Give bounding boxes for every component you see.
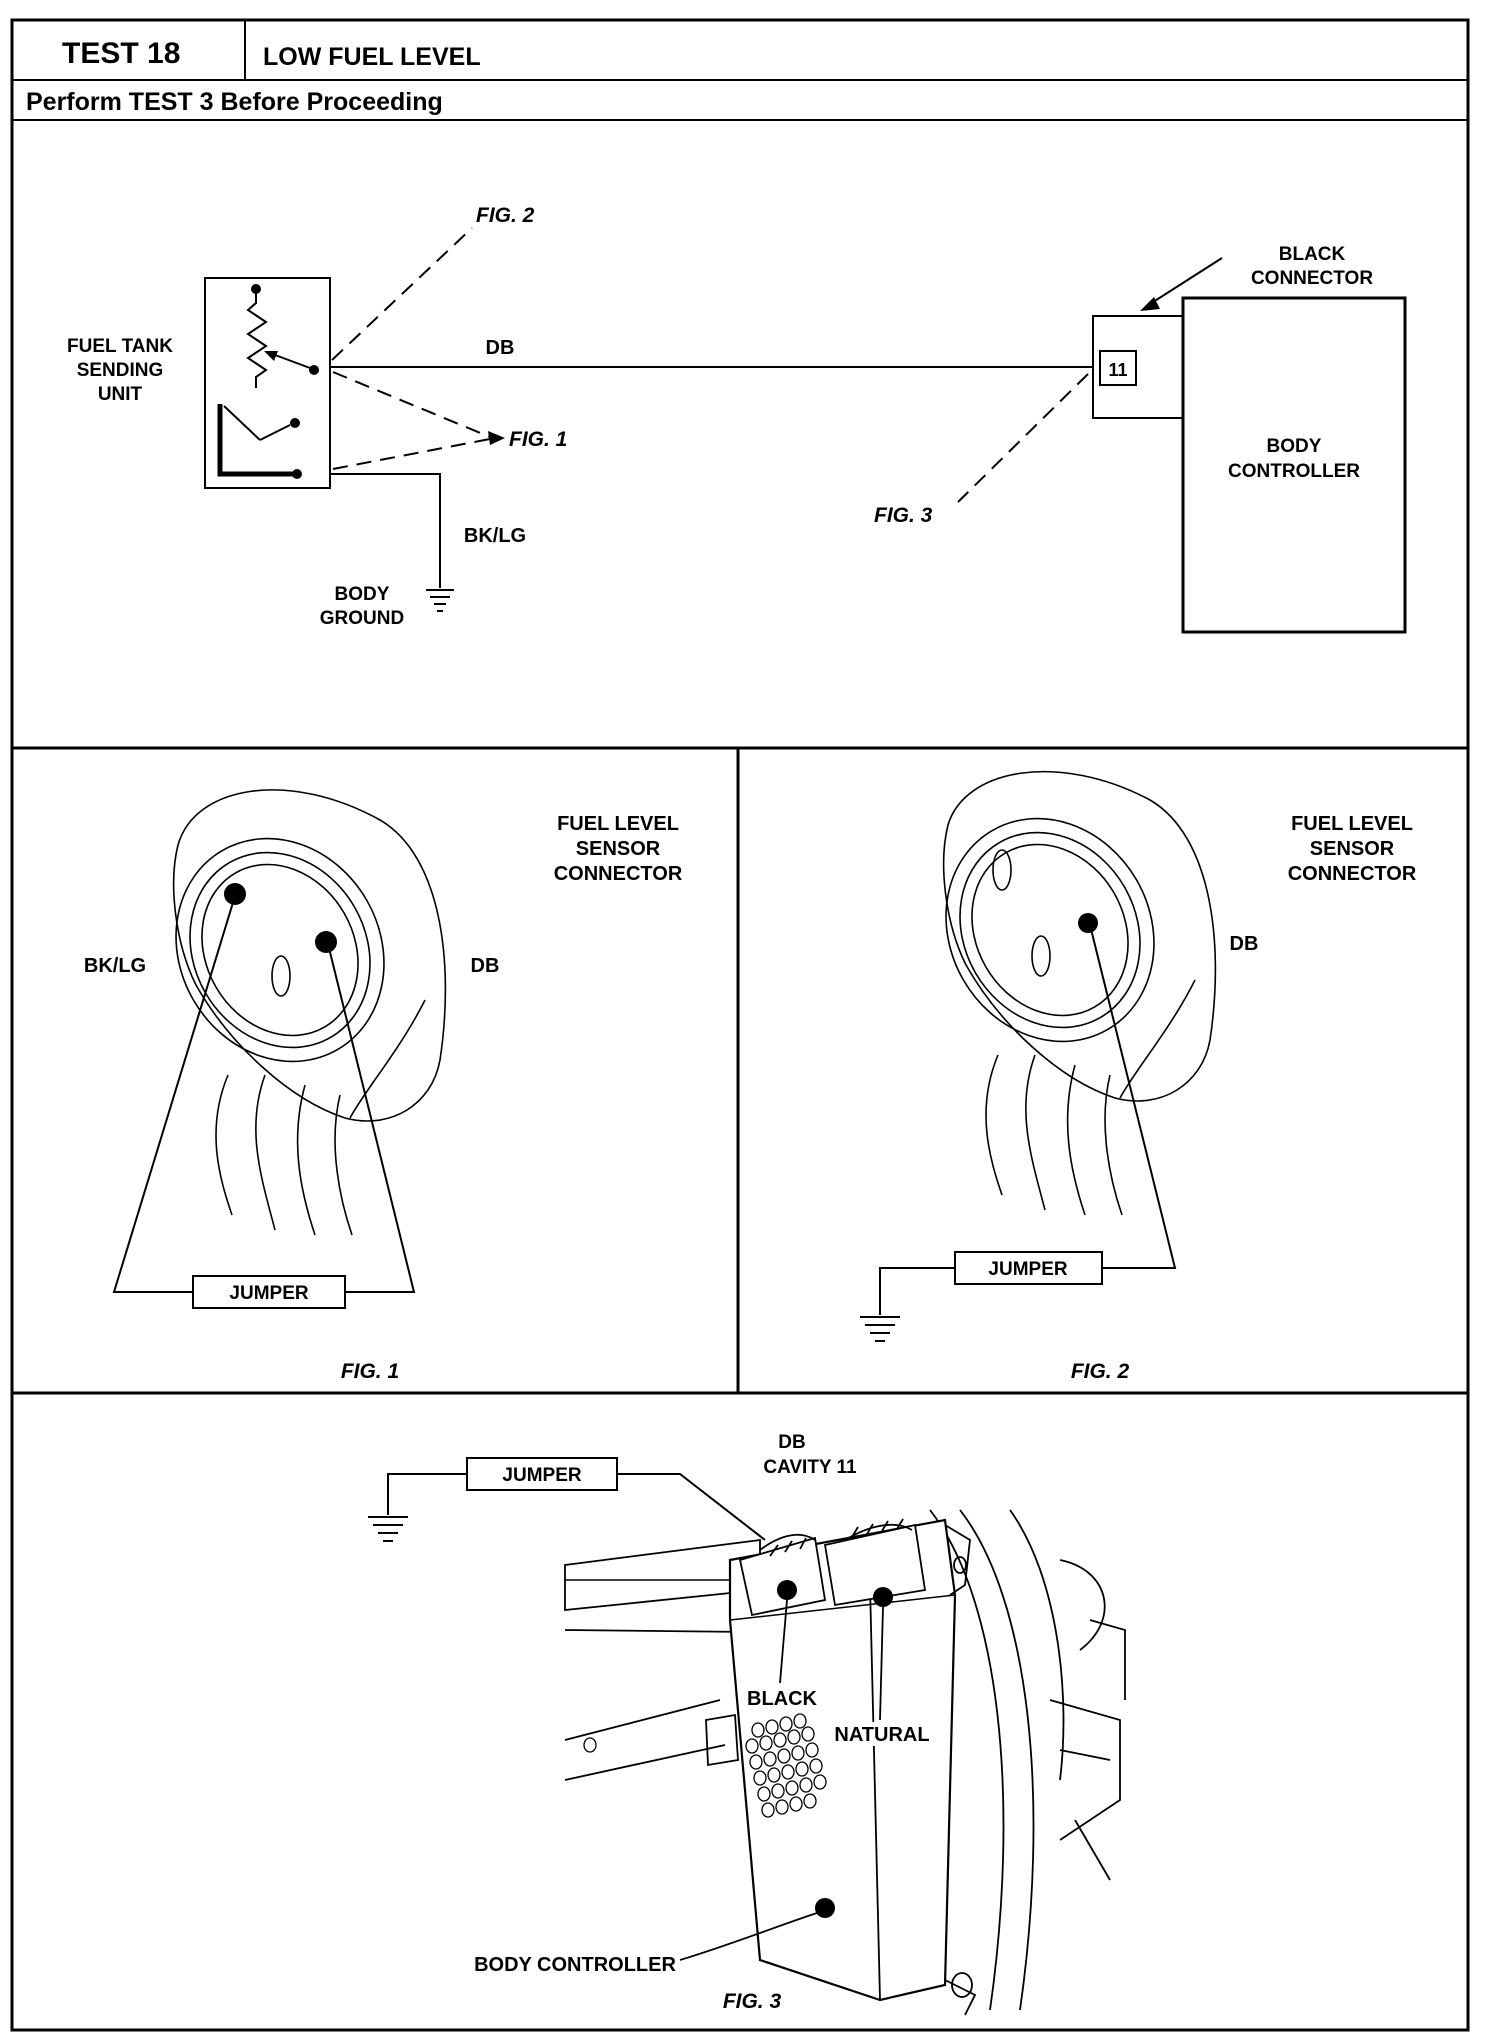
body-controller-label-2: CONTROLLER <box>1228 461 1360 482</box>
black-connector-label-2: CONNECTOR <box>1251 268 1373 289</box>
fig1-pin-bk-lg <box>224 883 246 905</box>
fig2-connector-label-3: CONNECTOR <box>1288 863 1417 885</box>
fig3-cavity-label-2: CAVITY 11 <box>763 1457 857 1478</box>
fig2-callout-line <box>331 227 473 361</box>
body-controller-label-1: BODY <box>1267 436 1322 457</box>
fig1-connector-label-3: CONNECTOR <box>554 863 683 885</box>
test-number: TEST 18 <box>62 37 180 70</box>
fig1-connector-drawing <box>172 789 447 1236</box>
fig1-jumper-right-lead <box>327 943 416 1293</box>
fig2-connector-drawing <box>942 770 1217 1216</box>
fig1-bk-lg-label: BK/LG <box>84 955 146 977</box>
fig3-jumper-label: JUMPER <box>502 1465 581 1486</box>
float-switch <box>223 405 261 441</box>
fig2-connector-label-1: FUEL LEVEL <box>1291 813 1413 835</box>
body-ground-label-2: GROUND <box>320 608 404 629</box>
fig1-connector-label-2: SENSOR <box>576 838 661 860</box>
fig2-caption: FIG. 2 <box>1071 1360 1130 1383</box>
body-ground-label-1: BODY <box>335 584 390 605</box>
fig3-vent-holes <box>745 1713 827 1818</box>
pin-11-box <box>1099 350 1137 386</box>
fig1-panel: JUMPER BK/LG DB FUEL LEVEL SENSOR CONNEC… <box>84 789 683 1383</box>
fig3-body-controller-dot <box>815 1898 835 1918</box>
fig1-jumper-box <box>192 1275 346 1309</box>
test-prerequisite: Perform TEST 3 Before Proceeding <box>26 88 443 116</box>
fig3-natural-label: NATURAL <box>834 1724 929 1746</box>
sending-unit-label-3: UNIT <box>98 384 143 405</box>
resistor-zigzag <box>246 289 268 388</box>
fig3-callout: FIG. 3 <box>874 504 933 527</box>
bk-lg-wire <box>330 473 441 588</box>
fig2-jumper-label: JUMPER <box>988 1259 1067 1280</box>
fig3-black-leader <box>779 1599 788 1684</box>
fig2-panel: JUMPER DB FUEL LEVEL SENSOR CONNECTOR FI… <box>860 770 1417 1383</box>
fig3-callout-line <box>957 373 1089 503</box>
ground-terminal <box>292 469 302 479</box>
outer-frame <box>10 18 1470 2032</box>
float-switch-terminal <box>290 418 300 428</box>
schematic-panel: FUEL TANK SENDING UNIT DB BK/LG BODY GRO… <box>67 204 1407 634</box>
body-controller-box <box>1181 296 1407 634</box>
db-wire-label: DB <box>486 337 515 359</box>
fig1-caption: FIG. 1 <box>341 1360 399 1383</box>
fig2-ground-symbol <box>860 1316 900 1342</box>
signal-terminal <box>309 365 319 375</box>
fig2-db-label: DB <box>1230 933 1259 955</box>
fig3-jumper-box <box>466 1457 618 1491</box>
body-ground-symbol <box>426 589 454 612</box>
fig3-panel: JUMPER DB CAVITY 11 <box>368 1432 1126 2016</box>
fig3-ground-symbol <box>368 1516 408 1542</box>
sending-unit-label-2: SENDING <box>77 360 164 381</box>
fig3-jumper-cavity-lead <box>617 1473 766 1541</box>
fig3-black-label-bg <box>742 1686 822 1710</box>
float-switch-arm <box>259 424 291 441</box>
sending-unit-box <box>204 277 331 489</box>
fig1-connector-label-1: FUEL LEVEL <box>557 813 679 835</box>
fig3-natural-connector-dot <box>873 1587 893 1607</box>
fig2-jumper-ground-lead <box>879 1267 955 1315</box>
fig2-connector-label-2: SENSOR <box>1310 838 1395 860</box>
fig3-body-controller-leader <box>679 1911 821 1961</box>
fig3-cavity-label-1: DB <box>778 1432 805 1453</box>
fig2-jumper-box <box>954 1251 1103 1285</box>
fig2-callout: FIG. 2 <box>476 204 535 227</box>
fig2-jumper-pin-lead <box>1089 924 1177 1269</box>
fig3-body-controller-drawing <box>564 1509 1126 2016</box>
fig1-callout: FIG. 1 <box>509 428 567 451</box>
fig3-natural-label-bg <box>828 1722 938 1746</box>
black-connector-label-1: BLACK <box>1279 244 1346 265</box>
wiper-arrowhead <box>264 351 278 361</box>
black-connector-arrow-line <box>1149 257 1223 305</box>
fig3-body-controller-label: BODY CONTROLLER <box>474 1954 676 1976</box>
pin-11-label: 11 <box>1108 360 1127 380</box>
fig1-pin-db <box>315 931 337 953</box>
bk-lg-label: BK/LG <box>464 525 526 547</box>
fig1-callout-arrow <box>488 431 505 445</box>
fig1-db-label: DB <box>471 955 500 977</box>
fig3-natural-leader <box>879 1606 884 1721</box>
fig3-jumper-ground-lead <box>387 1473 467 1515</box>
black-connector <box>1092 315 1184 419</box>
fig3-caption: FIG. 3 <box>723 1990 782 2013</box>
sending-unit-label-1: FUEL TANK <box>67 336 173 357</box>
ground-strap <box>217 404 297 477</box>
fig1-jumper-label: JUMPER <box>229 1283 308 1304</box>
test-title: LOW FUEL LEVEL <box>263 43 481 71</box>
fig1-callout-line-lower <box>332 438 491 470</box>
fig1-callout-line-upper <box>332 371 491 438</box>
fig1-jumper-left-lead <box>112 895 236 1293</box>
fig3-black-connector-dot <box>777 1580 797 1600</box>
fig2-pin-db <box>1078 913 1098 933</box>
fig3-black-label: BLACK <box>747 1688 818 1710</box>
black-connector-arrowhead <box>1140 297 1160 311</box>
